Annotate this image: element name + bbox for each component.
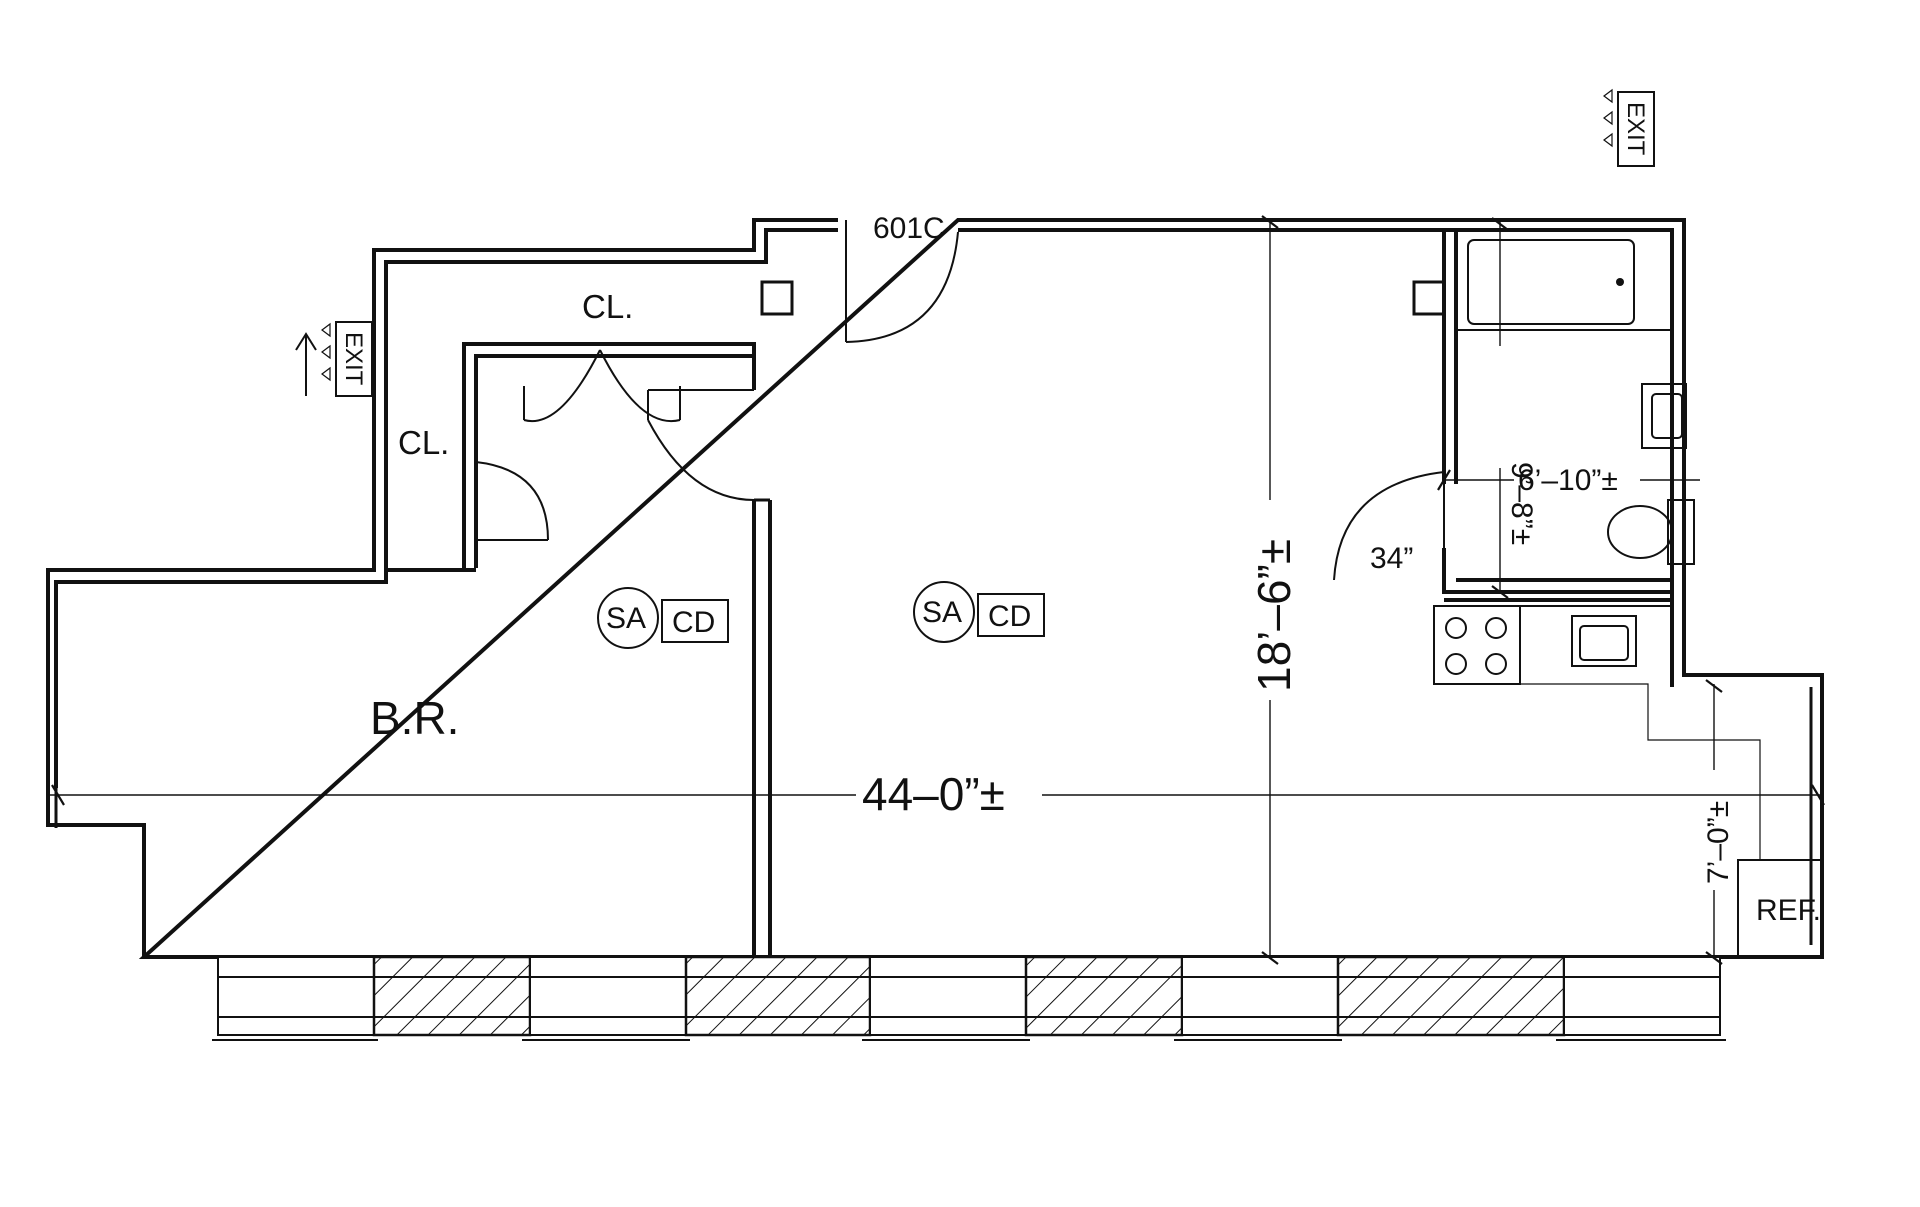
- dimension-bath-width: 6’–10”±: [1437, 464, 1700, 497]
- kitchen-sink: [1571, 615, 1637, 667]
- refrigerator: REF.: [1737, 859, 1823, 958]
- exit-sign-top: EXIT: [1603, 88, 1655, 167]
- entry-door[interactable]: [845, 220, 959, 343]
- window-band: [212, 955, 1726, 1041]
- dimension-kitchen-depth: 7’–0”±: [1702, 679, 1735, 965]
- bathroom-sink: [1641, 383, 1687, 449]
- svg-text:6’–10”±: 6’–10”±: [1518, 464, 1618, 497]
- svg-text:CD: CD: [672, 606, 715, 639]
- column: [1412, 280, 1446, 316]
- bathtub: [1455, 229, 1673, 331]
- dimension-bath-depth: 9’–8”±: [1491, 217, 1538, 599]
- svg-text:EXIT: EXIT: [340, 332, 367, 386]
- bathroom-walls: [1442, 230, 1672, 602]
- dimension-overall-width: 44–0”±: [48, 768, 1825, 820]
- svg-text:SA: SA: [606, 602, 646, 635]
- svg-text:7’–0”±: 7’–0”±: [1702, 801, 1735, 884]
- dimension-bath-door: 34”: [1370, 542, 1413, 575]
- pier-1: [372, 955, 532, 1037]
- window-3: [869, 956, 1027, 1036]
- bedroom-door[interactable]: [647, 389, 755, 501]
- closet-bifold-door[interactable]: [476, 349, 681, 423]
- unit-number: 601C: [873, 212, 945, 245]
- svg-text:REF.: REF.: [1756, 894, 1821, 927]
- svg-text:9’–8”±: 9’–8”±: [1505, 462, 1538, 545]
- svg-text:SA: SA: [922, 596, 962, 629]
- window-5: [1563, 956, 1721, 1036]
- toilet: [1607, 499, 1695, 565]
- column: [760, 280, 794, 316]
- bedroom-label: B.R.: [370, 692, 459, 744]
- window-2: [529, 956, 687, 1036]
- exit-sign-left: EXIT: [295, 321, 373, 397]
- svg-text:18’–6”±: 18’–6”±: [1248, 539, 1300, 692]
- svg-text:CD: CD: [988, 600, 1031, 633]
- bathroom-door[interactable]: [1333, 471, 1445, 581]
- window-4: [1181, 956, 1339, 1036]
- pier-2: [684, 955, 872, 1037]
- closet-left-label: CL.: [398, 424, 449, 461]
- pier-4: [1336, 955, 1566, 1037]
- window-1: [217, 956, 375, 1036]
- stove: [1433, 605, 1521, 685]
- pier-3: [1024, 955, 1184, 1037]
- partition-wall: [752, 498, 772, 957]
- smoke-co-detector-living: SA CD: [913, 581, 1045, 643]
- svg-text:44–0”±: 44–0”±: [862, 768, 1005, 820]
- closet-top-label: CL.: [582, 288, 633, 325]
- smoke-co-detector-bedroom: SA CD: [597, 587, 729, 649]
- closet-left-door[interactable]: [475, 461, 549, 541]
- dimension-overall-depth: 18’–6”±: [1248, 215, 1300, 965]
- svg-text:EXIT: EXIT: [1622, 102, 1649, 156]
